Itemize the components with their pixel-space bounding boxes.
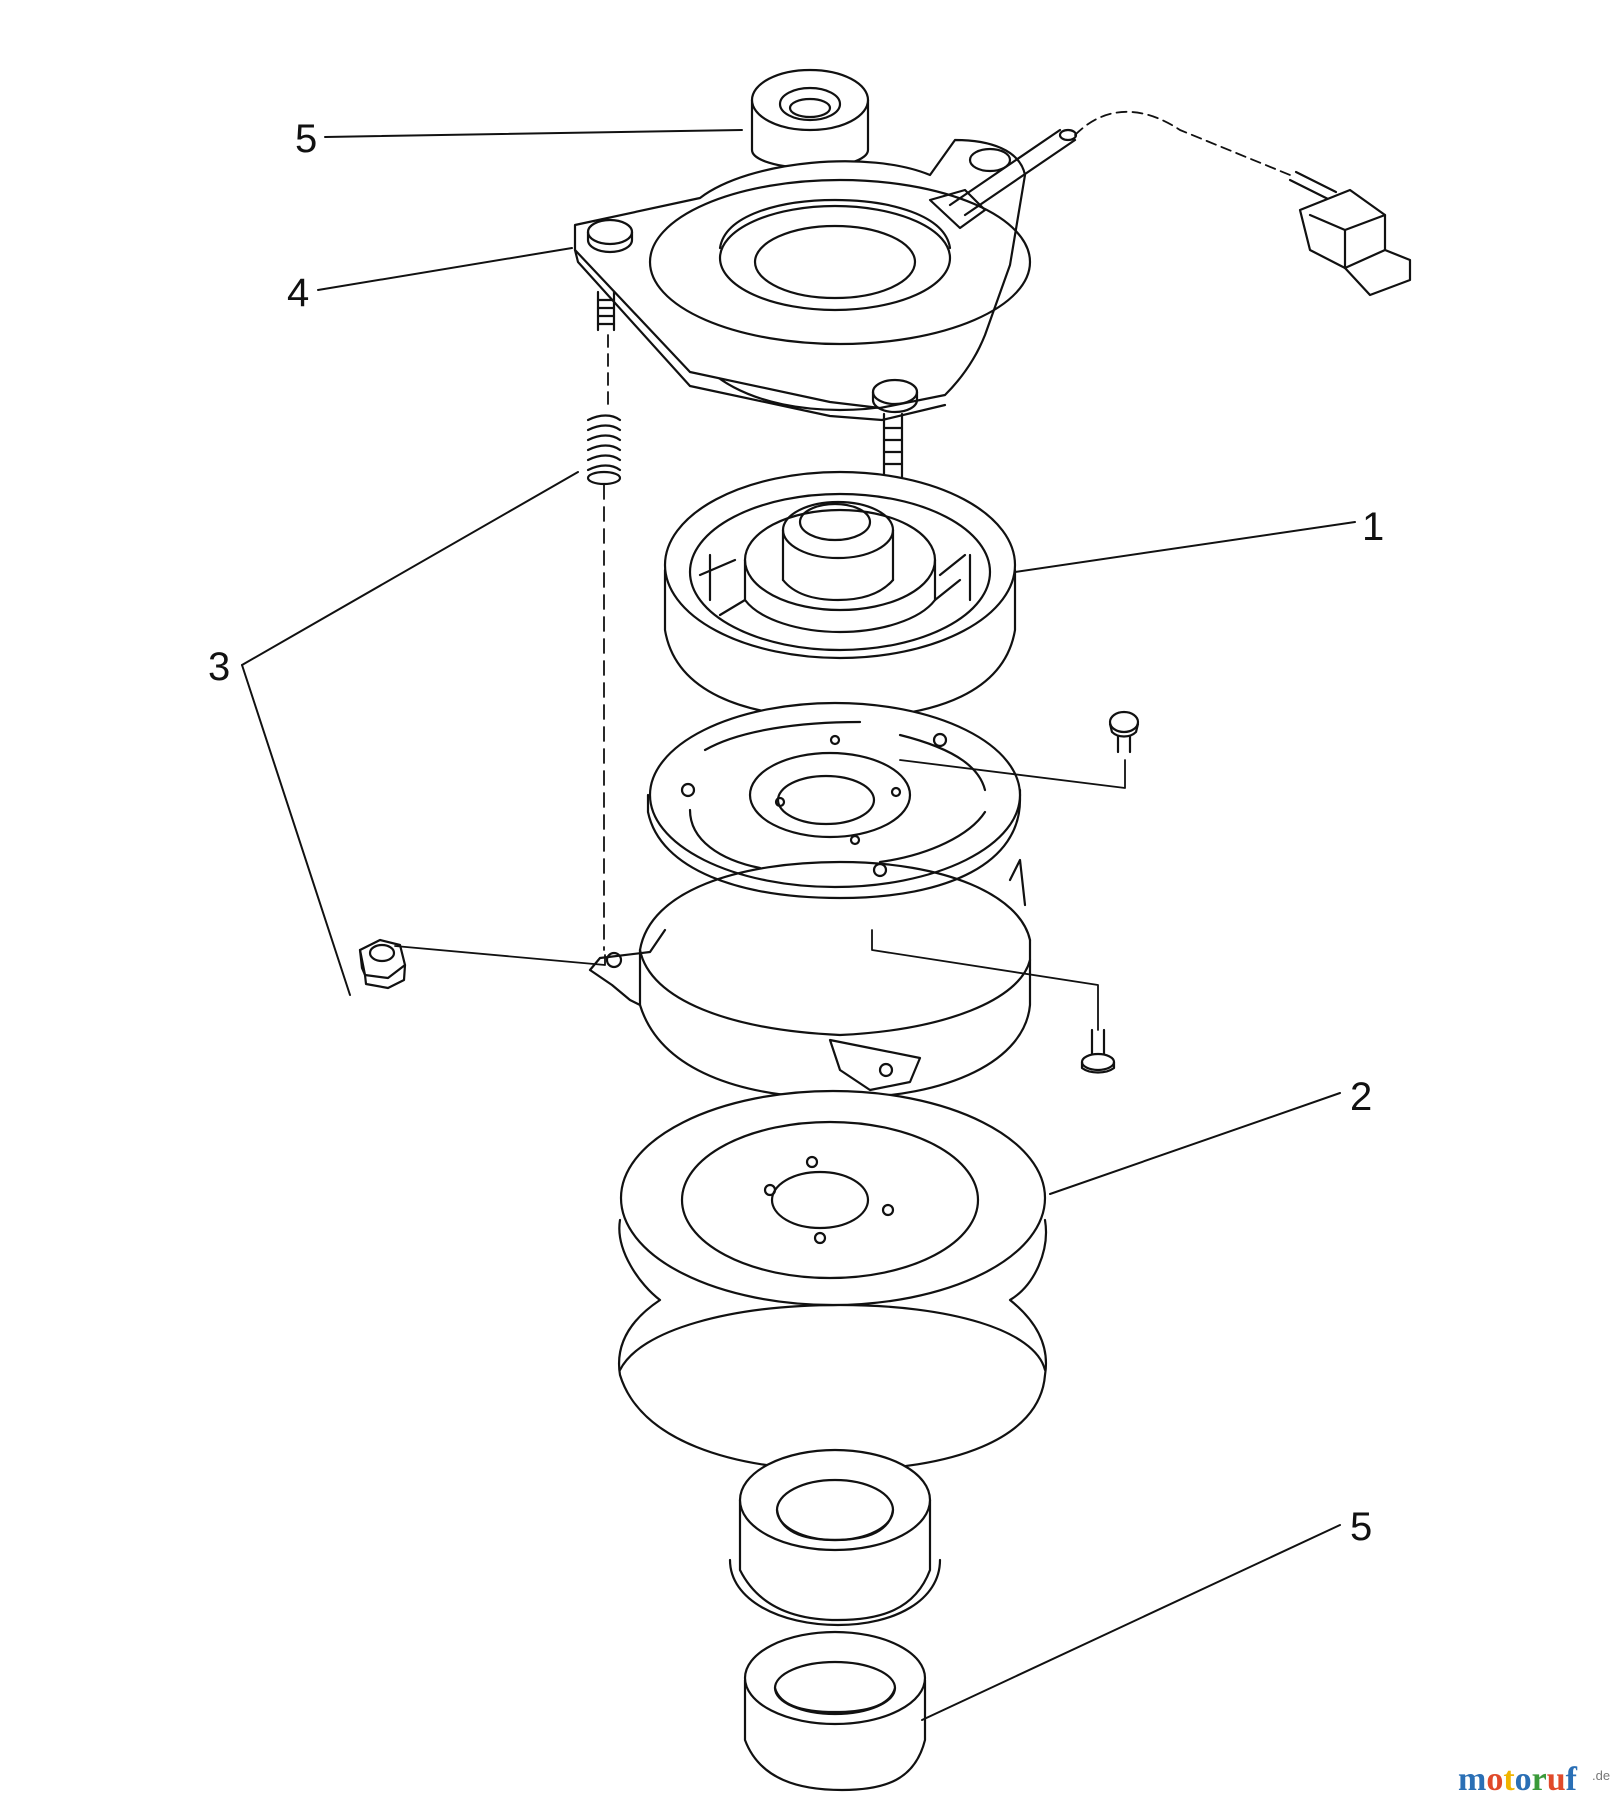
callout-spring-nut-kit: 3 (208, 645, 230, 689)
callout-bottom-bearing: 5 (1350, 1505, 1372, 1549)
watermark-letter: f (1566, 1761, 1578, 1798)
bottom-bearing (743, 1630, 927, 1792)
brake-shroud (588, 858, 1032, 1100)
callout-field-coil-bracket: 4 (287, 271, 309, 315)
callout-rotor: 1 (1362, 505, 1384, 549)
watermark-letter: r (1532, 1761, 1547, 1798)
watermark-letter: u (1547, 1761, 1566, 1798)
watermark-letter: m (1458, 1761, 1486, 1798)
watermark-suffix: .de (1592, 1768, 1610, 1783)
bolt-upper (1108, 710, 1140, 754)
bolt-lower (1080, 1028, 1116, 1074)
callout-pulley: 2 (1350, 1075, 1372, 1119)
watermark-logo: motoruf .de (1458, 1761, 1610, 1798)
top-bearing (750, 68, 870, 170)
watermark-letter: o (1515, 1761, 1532, 1798)
pulley (617, 1089, 1048, 1472)
watermark-letter: t (1503, 1761, 1515, 1798)
spring (586, 414, 622, 486)
watermark-letter: o (1486, 1761, 1503, 1798)
field-coil-bracket (573, 128, 1078, 480)
rotor (663, 470, 1017, 720)
assembly-lines (394, 334, 1126, 1031)
callout-labels: 5 4 1 3 2 5 (208, 117, 1384, 1549)
svg-text:motoruf: motoruf (1458, 1761, 1578, 1798)
armature-plate (646, 701, 1022, 900)
leader-lines (241, 129, 1356, 1721)
callout-top-bearing: 5 (295, 117, 317, 161)
lock-nut (358, 938, 407, 990)
spacer (728, 1448, 942, 1627)
coil-wire-connector (1074, 110, 1412, 297)
